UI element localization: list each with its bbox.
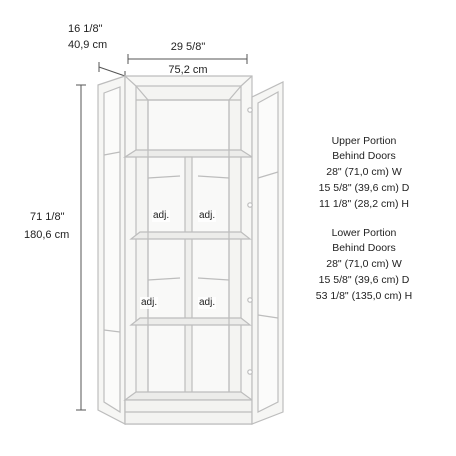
- height-metric-label: 180,6 cm: [24, 229, 70, 241]
- upper-portion-height: 11 1/8" (28,2 cm) H: [319, 198, 409, 210]
- right-door: [247, 81, 284, 425]
- adjustable-shelf-label: adj.: [140, 297, 159, 309]
- upper-portion-width: 28" (71,0 cm) W: [326, 166, 402, 178]
- lower-portion-width: 28" (71,0 cm) W: [326, 258, 402, 270]
- depth-metric-label: 40,9 cm: [68, 39, 108, 51]
- lower-portion-depth: 15 5/8" (39,6 cm) D: [318, 274, 410, 286]
- depth-imperial-label: 16 1/8": [68, 23, 103, 35]
- width-dimension-line: [127, 54, 248, 64]
- width-metric-label: 75,2 cm: [168, 64, 208, 76]
- upper-portion-depth: 15 5/8" (39,6 cm) D: [318, 182, 410, 194]
- upper-portion-title: Upper Portion: [331, 135, 397, 147]
- height-imperial-label: 71 1/8": [30, 211, 65, 223]
- width-imperial-label: 29 5/8": [170, 41, 206, 53]
- lower-portion-subtitle: Behind Doors: [332, 242, 396, 254]
- cabinet-body: [122, 75, 255, 425]
- height-dimension-line: [76, 84, 86, 411]
- adjustable-shelf-label: adj.: [198, 297, 217, 309]
- adjustable-shelf-label: adj.: [198, 210, 217, 222]
- adjustable-shelf-label: adj.: [152, 210, 171, 222]
- upper-portion-subtitle: Behind Doors: [332, 150, 396, 162]
- lower-portion-height: 53 1/8" (135,0 cm) H: [315, 290, 413, 302]
- cabinet: [97, 75, 284, 425]
- lower-portion-title: Lower Portion: [331, 227, 397, 239]
